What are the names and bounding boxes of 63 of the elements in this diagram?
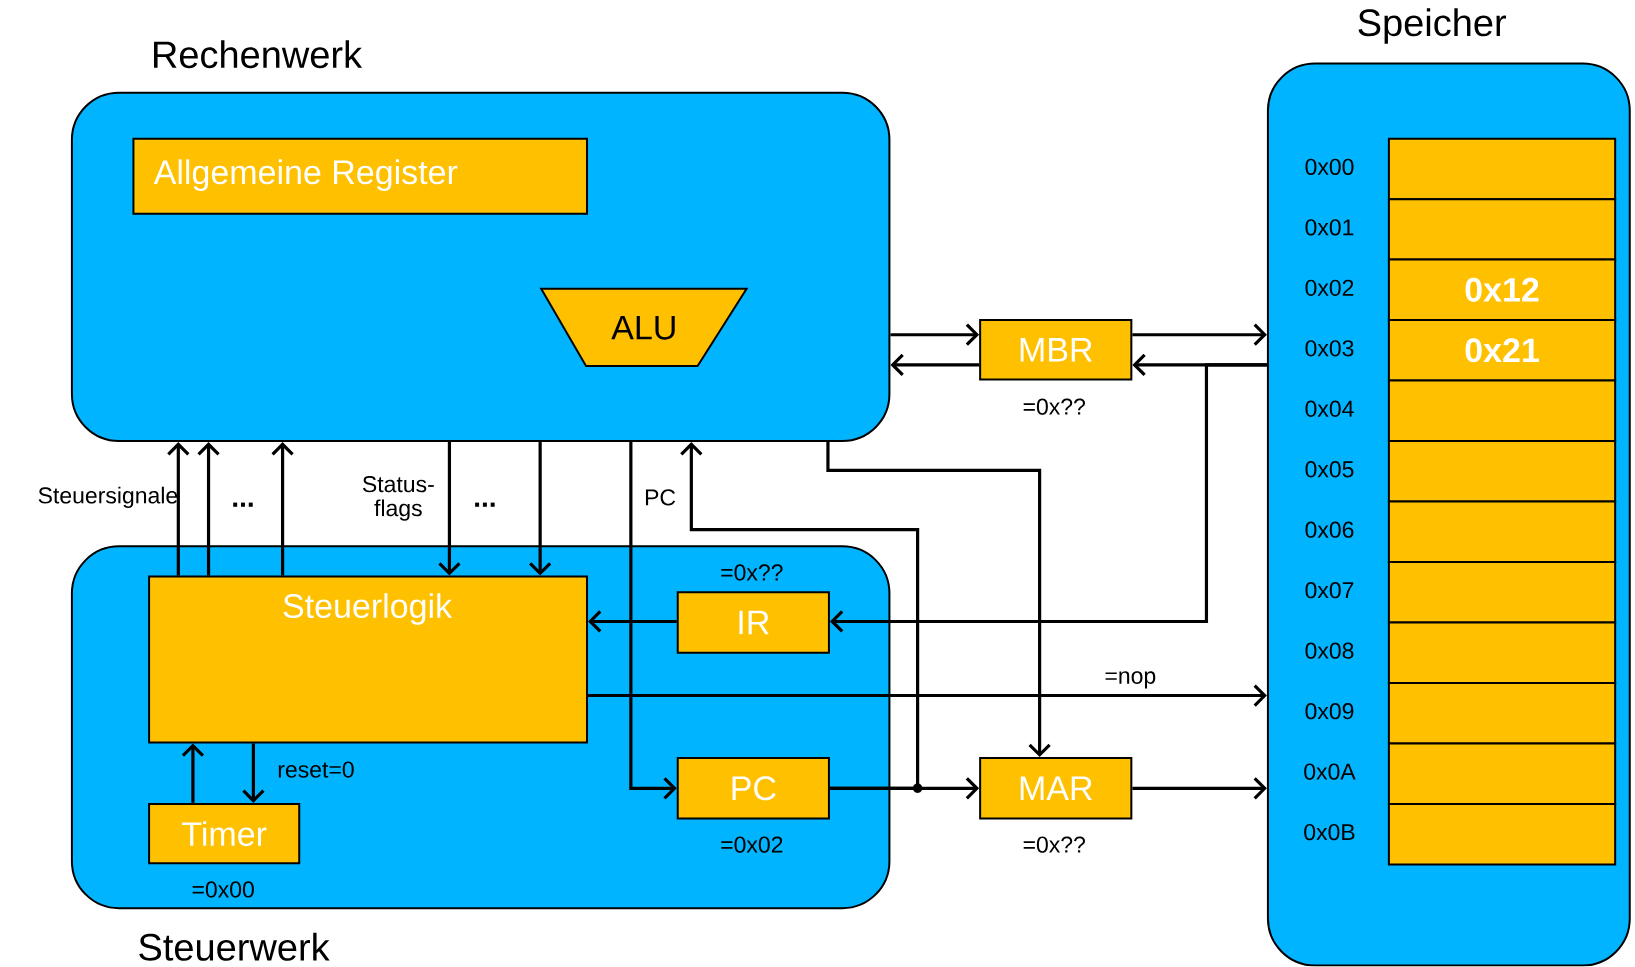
address-label: 0x05 xyxy=(1305,461,1354,478)
edge-label: PC xyxy=(645,489,676,506)
arrow xyxy=(1132,777,1267,800)
register-box: Allgemeine Register xyxy=(132,137,588,215)
memory-cell xyxy=(1387,379,1617,443)
memory-cell xyxy=(1387,742,1617,806)
memory-cell xyxy=(1387,682,1617,745)
value-label: =0x00 xyxy=(192,881,254,898)
register-box: PC xyxy=(676,757,830,820)
memory-cell: 0x21 xyxy=(1387,319,1617,382)
ellipsis-label: ... xyxy=(475,502,495,507)
edge-label: Status- flags xyxy=(362,476,434,522)
register-box: IR xyxy=(676,591,830,654)
memory-cell xyxy=(1387,137,1617,201)
value-label: =0x?? xyxy=(1023,836,1085,853)
edge-label: Steuersignale xyxy=(38,486,178,509)
arrow xyxy=(890,354,980,377)
arrow xyxy=(197,442,220,576)
arrow xyxy=(438,442,461,576)
value-label: =0x?? xyxy=(721,564,783,581)
node-label: Steuerwerk xyxy=(139,933,330,961)
node-label: Speicher xyxy=(1358,8,1506,44)
address-label: 0x08 xyxy=(1305,642,1354,659)
arrow xyxy=(181,743,205,804)
arrow xyxy=(890,323,980,347)
arrow xyxy=(529,442,552,576)
value-label: =0x?? xyxy=(1023,398,1085,415)
arrow xyxy=(167,442,190,576)
arrow xyxy=(826,442,1051,758)
edge-label: =nop xyxy=(1105,671,1156,689)
address-label: 0x01 xyxy=(1305,219,1354,236)
address-label: 0x09 xyxy=(1305,703,1354,720)
memory-cell xyxy=(1387,621,1617,685)
address-label: 0x0B xyxy=(1304,824,1355,841)
address-label: 0x06 xyxy=(1305,521,1354,539)
arrow xyxy=(242,743,265,804)
address-label: 0x03 xyxy=(1305,340,1354,357)
memory-cell xyxy=(1387,440,1617,503)
logic-box: Steuerlogik xyxy=(148,575,588,744)
arrow xyxy=(588,610,677,633)
arrow xyxy=(271,442,294,576)
address-label: 0x02 xyxy=(1305,279,1354,297)
arrow xyxy=(829,777,980,800)
memory-cell xyxy=(1387,803,1617,866)
memory-cell xyxy=(1387,500,1617,564)
node-label: Rechenwerk xyxy=(154,40,363,69)
register-box: Timer xyxy=(148,803,301,865)
memory-cell: 0x12 xyxy=(1387,258,1617,322)
address-label: 0x04 xyxy=(1305,400,1354,418)
address-label: 0x07 xyxy=(1305,582,1354,599)
memory-cell xyxy=(1387,198,1617,261)
memory-cell xyxy=(1387,561,1617,624)
address-label: 0x0A xyxy=(1304,763,1356,780)
address-label: 0x00 xyxy=(1305,158,1354,176)
edge-label: reset=0 xyxy=(278,761,354,778)
arrow xyxy=(829,363,1267,633)
register-box: MBR xyxy=(979,319,1133,381)
arrow xyxy=(629,442,677,800)
arrow xyxy=(588,684,1267,707)
value-label: =0x02 xyxy=(721,836,783,853)
register-box: MAR xyxy=(979,757,1133,820)
arrow xyxy=(1132,323,1267,347)
ellipsis-label: ... xyxy=(233,502,253,507)
